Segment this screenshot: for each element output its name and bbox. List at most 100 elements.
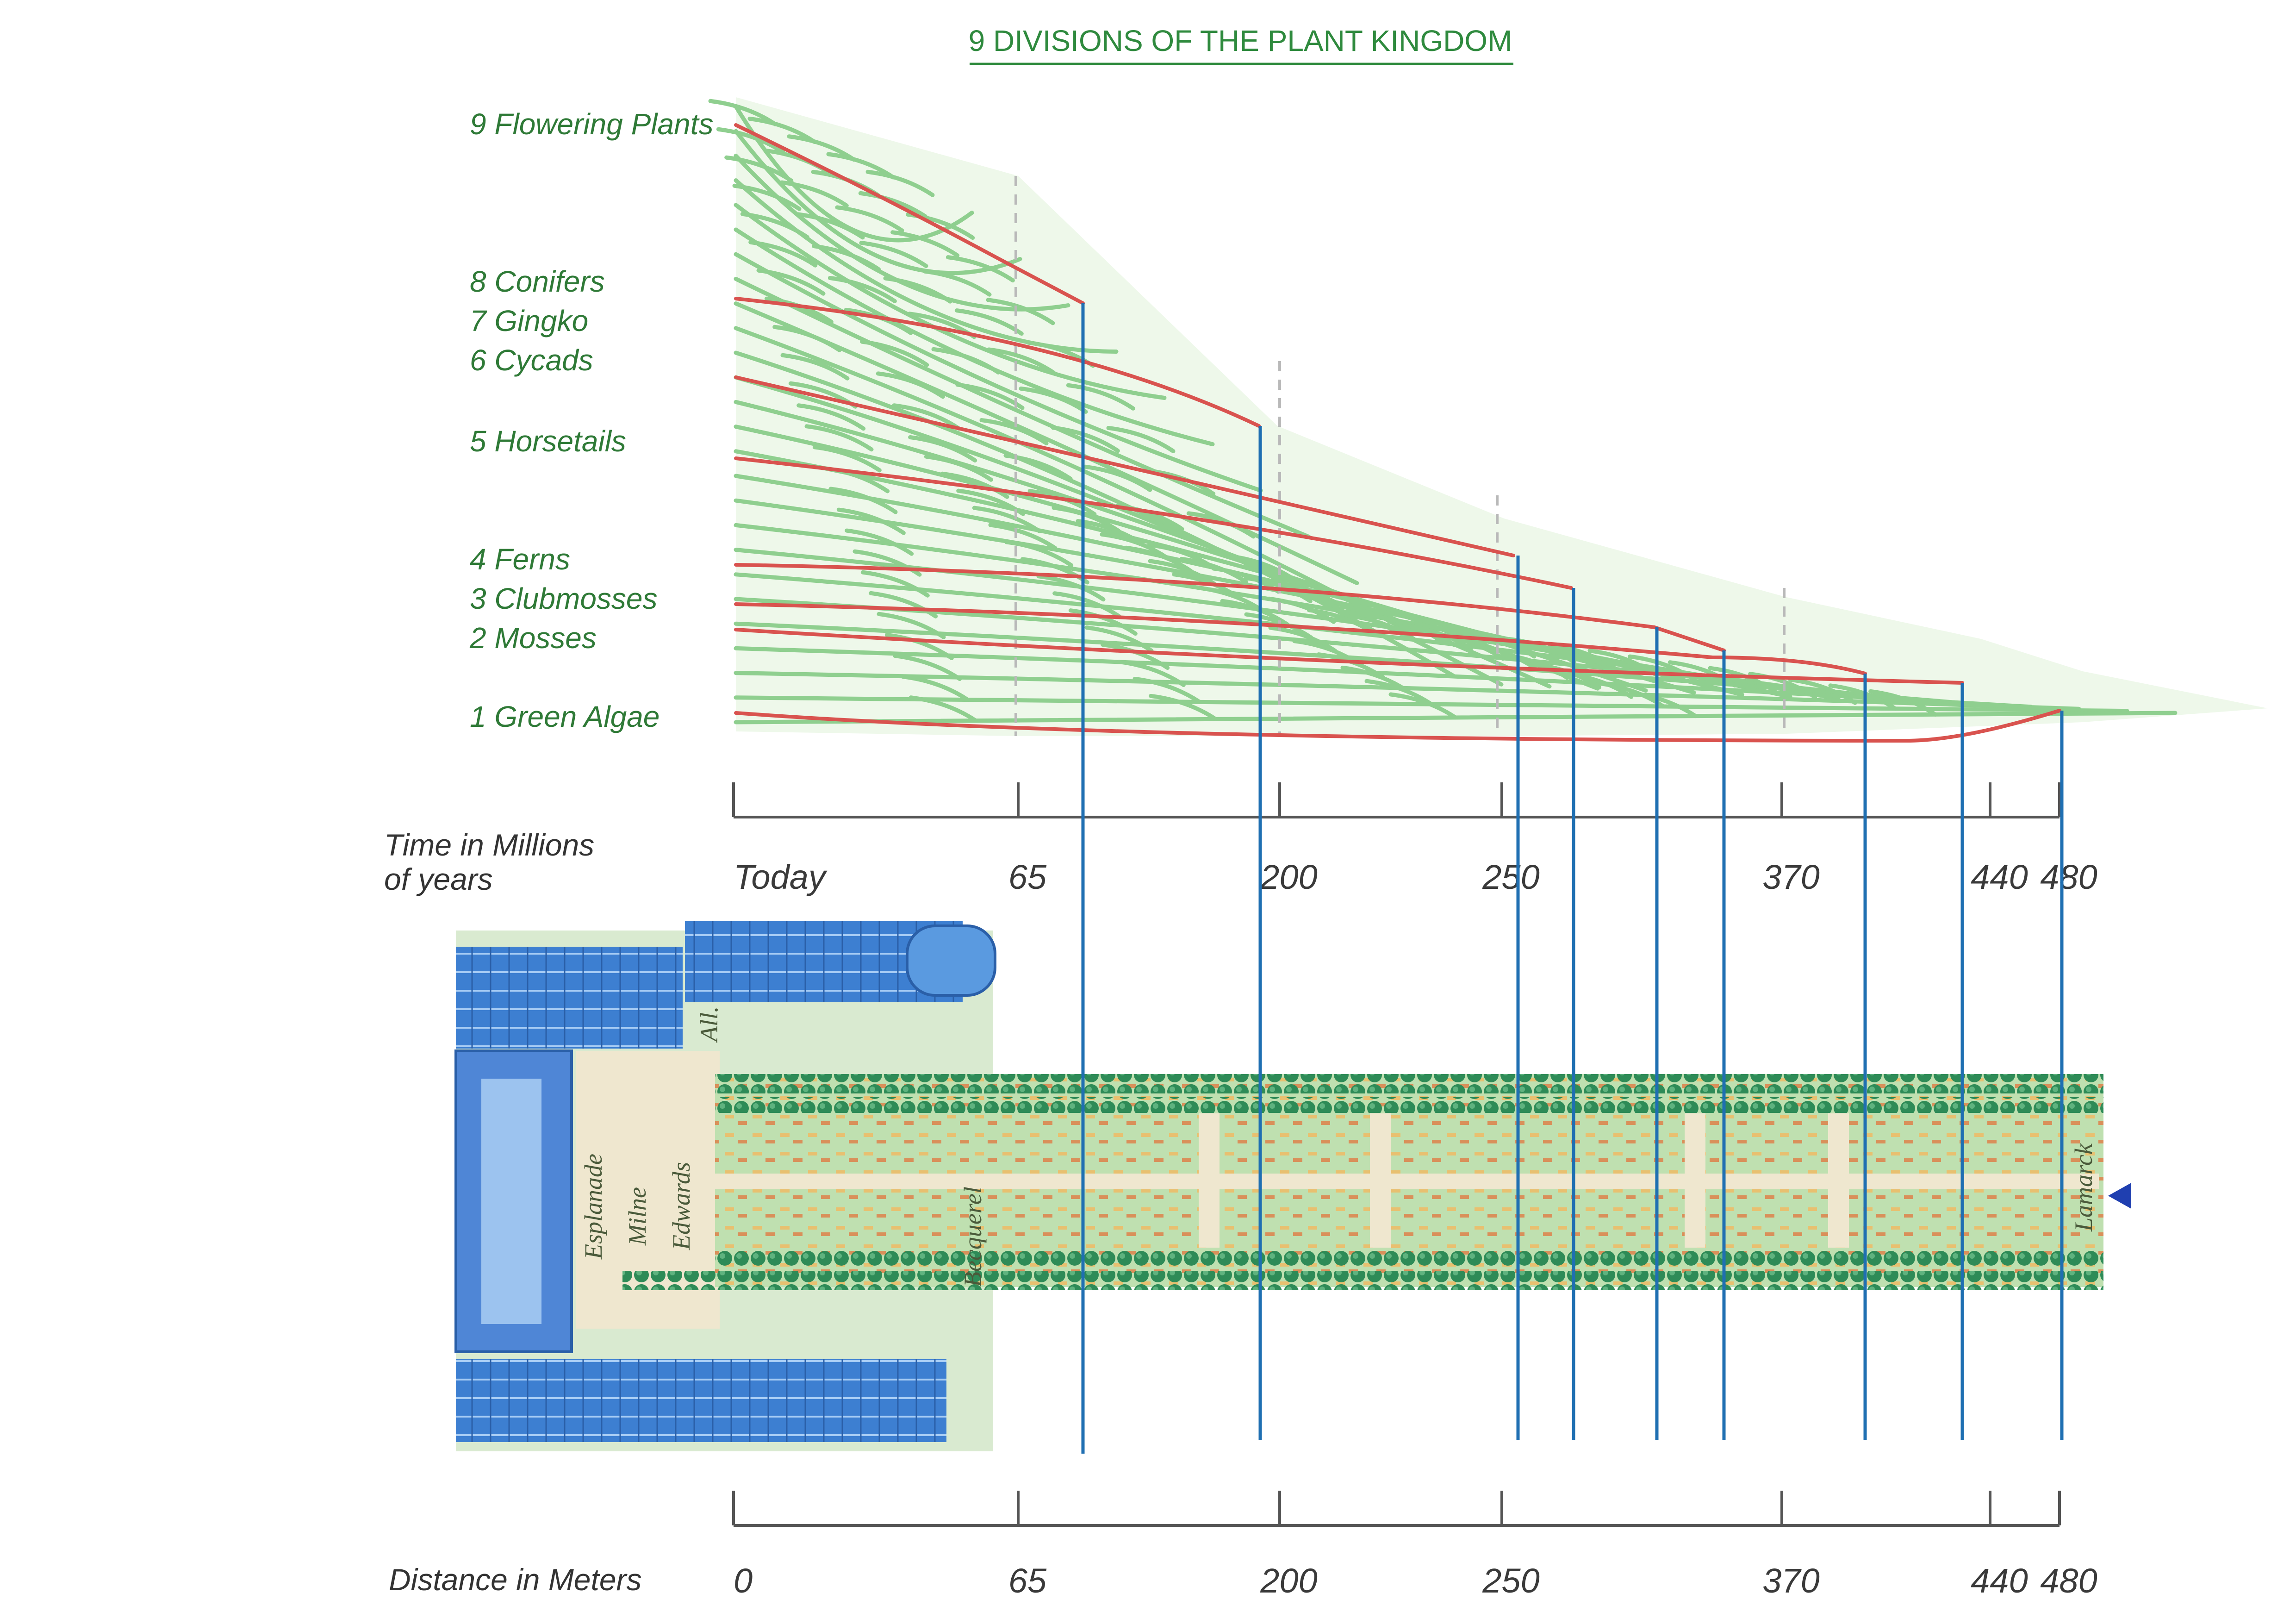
hedge-row-bottom [622,1271,2103,1290]
green-twig [779,180,849,208]
green-twig [972,506,1041,533]
lineage-horsetails [734,456,1573,590]
time-tick-label: 440 [1971,858,2028,896]
green-branch [734,621,1985,707]
green-twig [1066,383,1135,411]
green-twig [1083,464,1152,492]
green-branch [734,252,1263,493]
green-twig [979,418,1049,446]
green-twig [812,244,881,272]
map-label-esplanade: Esplanade [579,1154,607,1260]
green-twig [931,347,1001,375]
phylogenetic-tree [708,97,2268,743]
hedge-row-top-inner [715,1097,2103,1113]
green-twig [1052,591,1122,619]
greenhouse-icon [906,924,996,997]
distance-tick-label: 65 [1008,1562,1047,1600]
distance-tick-label: 440 [1971,1562,2028,1600]
green-twig [828,276,897,303]
green-twig [1868,689,1938,717]
distance-tick-label: 480 [2040,1562,2097,1600]
gallery-building-windows [481,1079,541,1324]
distance-tick-label: 0 [734,1562,753,1600]
green-branch [734,671,2081,711]
green-branch [734,129,1022,275]
entrance-arrow-icon [2108,1183,2131,1209]
green-twig [716,127,785,155]
green-twig [1628,691,1698,718]
time-tick-label: 250 [1482,858,1539,896]
green-twig [796,212,865,240]
green-twig [859,241,928,269]
green-twig [908,695,978,723]
lineage-clubmosses [734,602,1867,675]
green-twig [1019,386,1088,414]
green-twig [1036,574,1106,602]
green-twig [1132,676,1202,704]
green-twig [884,632,954,660]
green-branch [734,203,1167,400]
green-twig [860,570,930,598]
green-twig [892,403,961,431]
green-twig [877,612,946,639]
green-twig [876,371,945,399]
distance-tick-label: 250 [1482,1562,1539,1600]
green-twig [986,298,1055,325]
division-label-clubmosses: 3 Clubmosses [470,582,658,615]
green-branch [734,646,2033,709]
garden-path-central [715,1174,2099,1189]
green-twig [748,240,818,268]
distance-tick-label: 370 [1762,1562,1819,1600]
green-twig [858,191,927,219]
division-labels: 9 Flowering Plants 8 Conifers 7 Gingko 6… [469,107,713,733]
division-label-mosses: 2 Mosses [469,621,597,655]
green-branch [734,350,1456,678]
green-twig [869,591,938,618]
title-text: 9 DIVISIONS OF THE PLANT KINGDOM [969,24,1512,57]
green-twig [796,403,866,431]
division-label-horsetails: 5 Horsetails [470,425,626,458]
time-axis-title-line1: Time in Millions [384,828,594,862]
lineage-cycads [734,375,1515,557]
map-label-alley: All. [695,1006,723,1043]
green-twig [780,353,850,381]
division-label-ferns: 4 Ferns [470,543,570,576]
green-twig [946,255,1015,283]
green-twig [1084,625,1154,653]
lineage-ferns [734,563,1726,652]
hedge-row-top [715,1074,2103,1093]
green-twig [772,325,842,352]
greenhouse-icon [456,947,683,1049]
green-twig [812,445,882,473]
division-label-gingko: 7 Gingko [470,304,588,337]
green-twig [835,205,904,233]
green-twig [901,675,970,702]
lineage-conifers [734,297,1261,428]
green-twig [1051,425,1120,453]
green-twig [845,528,914,556]
division-label-green-algae: 1 Green Algae [470,700,660,733]
green-twig [883,276,952,304]
green-twig [732,183,802,211]
map-label-edwards: Edwards [667,1162,695,1250]
green-branches [708,99,2178,725]
green-twig [865,169,935,197]
green-twig [908,435,977,462]
garden-map: Esplanade Milne Edwards All. Becquerel L… [454,921,2131,1451]
time-tick-label: 480 [2040,858,2097,896]
green-twig [860,339,929,367]
gallery-building-icon [456,1359,946,1442]
green-twig [804,424,874,452]
green-twig [1116,659,1186,687]
garden-paths [715,1113,2099,1248]
distance-axis-title: Distance in Meters [389,1562,642,1597]
green-twig [724,155,794,183]
lineages [734,123,2061,743]
green-twig [836,507,906,535]
map-label-becquerel: Becquerel [959,1187,987,1287]
green-branch [734,326,1407,631]
green-twig [940,471,1009,499]
green-twig [1788,677,1857,705]
